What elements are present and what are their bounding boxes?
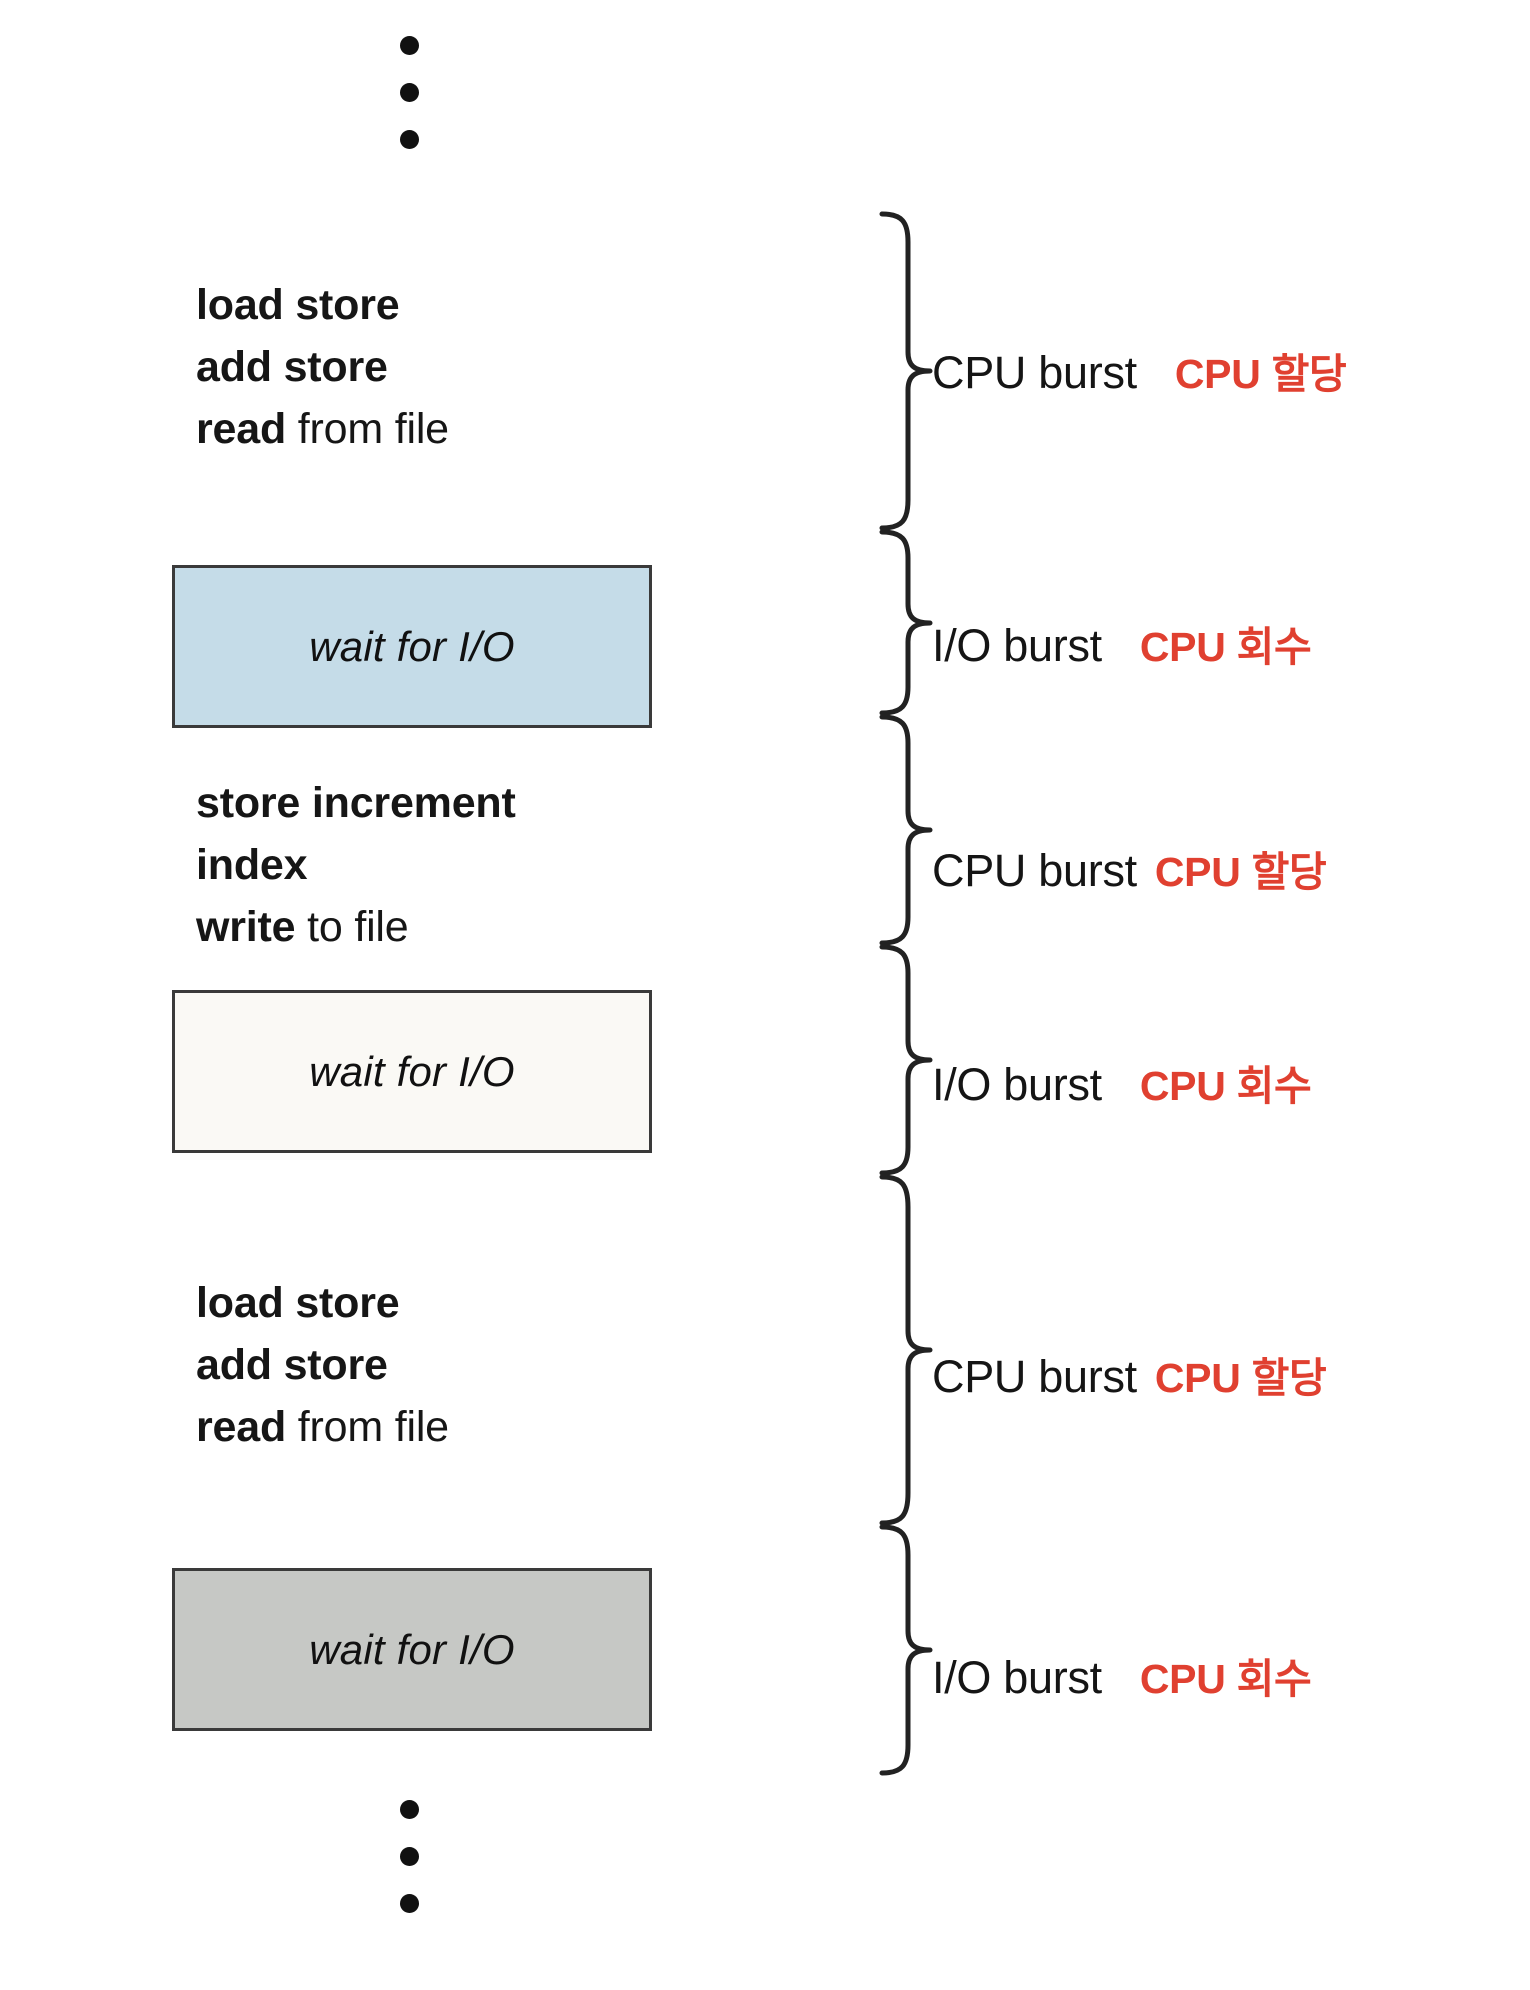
code-line: read from file: [196, 398, 449, 460]
brace-io-burst-2: [879, 944, 933, 1176]
burst-annotation: CPU 회수: [1139, 1063, 1312, 1109]
code-text: from file: [286, 405, 449, 453]
burst-label-io-3: I/O burst CPU 회수: [932, 1645, 1312, 1705]
brace-cpu-burst-1: [879, 211, 933, 531]
ellipsis-dot: [400, 130, 419, 149]
burst-annotation: CPU 회수: [1139, 624, 1312, 670]
burst-name: I/O burst: [932, 620, 1102, 671]
ellipsis-dot: [400, 1894, 419, 1913]
code-line: write to file: [196, 896, 516, 958]
code-keyword: load store: [196, 1279, 400, 1327]
vertical-ellipsis-top: [400, 36, 419, 149]
burst-name: I/O burst: [932, 1059, 1102, 1110]
ellipsis-dot: [400, 36, 419, 55]
vertical-ellipsis-bottom: [400, 1800, 419, 1913]
burst-name: CPU burst: [932, 845, 1137, 896]
ellipsis-dot: [400, 1800, 419, 1819]
brace-io-burst-1: [879, 529, 933, 716]
code-keyword: add store: [196, 343, 388, 391]
code-line: index: [196, 834, 516, 896]
code-keyword: add store: [196, 1341, 388, 1389]
burst-label-cpu-1: CPU burst CPU 할당: [932, 340, 1347, 400]
burst-annotation: CPU 할당: [1174, 351, 1347, 397]
wait-for-io-label: wait for I/O: [309, 1047, 515, 1095]
ellipsis-dot: [400, 83, 419, 102]
brace-cpu-burst-3: [879, 1174, 933, 1526]
code-line: read from file: [196, 1396, 449, 1458]
burst-annotation: CPU 할당: [1154, 1355, 1327, 1401]
burst-label-io-2: I/O burst CPU 회수: [932, 1052, 1312, 1112]
wait-for-io-label: wait for I/O: [309, 622, 515, 670]
wait-for-io-box-1: wait for I/O: [172, 565, 652, 728]
code-block-cpu-burst-2: store increment index write to file: [196, 772, 516, 958]
code-block-cpu-burst-3: load store add store read from file: [196, 1272, 449, 1458]
code-keyword: store increment: [196, 779, 516, 827]
code-line: load store: [196, 1272, 449, 1334]
code-keyword: load store: [196, 281, 400, 329]
ellipsis-dot: [400, 1847, 419, 1866]
code-line: add store: [196, 1334, 449, 1396]
burst-label-cpu-2: CPU burst CPU 할당: [932, 838, 1327, 898]
burst-annotation: CPU 회수: [1139, 1656, 1312, 1702]
burst-name: CPU burst: [932, 1351, 1137, 1402]
burst-name: I/O burst: [932, 1652, 1102, 1703]
burst-label-io-1: I/O burst CPU 회수: [932, 613, 1312, 673]
code-text: to file: [295, 903, 409, 951]
code-keyword: index: [196, 841, 308, 889]
code-line: add store: [196, 336, 449, 398]
code-text: from file: [286, 1403, 449, 1451]
burst-annotation: CPU 할당: [1154, 849, 1327, 895]
burst-label-cpu-3: CPU burst CPU 할당: [932, 1344, 1327, 1404]
wait-for-io-box-3: wait for I/O: [172, 1568, 652, 1731]
wait-for-io-box-2: wait for I/O: [172, 990, 652, 1153]
code-keyword: read: [196, 405, 287, 453]
code-block-cpu-burst-1: load store add store read from file: [196, 274, 449, 460]
code-keyword: write: [196, 903, 296, 951]
wait-for-io-label: wait for I/O: [309, 1625, 515, 1673]
burst-name: CPU burst: [932, 347, 1137, 398]
code-line: store increment: [196, 772, 516, 834]
brace-cpu-burst-2: [879, 714, 933, 946]
code-line: load store: [196, 274, 449, 336]
code-keyword: read: [196, 1403, 287, 1451]
brace-io-burst-3: [879, 1524, 933, 1776]
